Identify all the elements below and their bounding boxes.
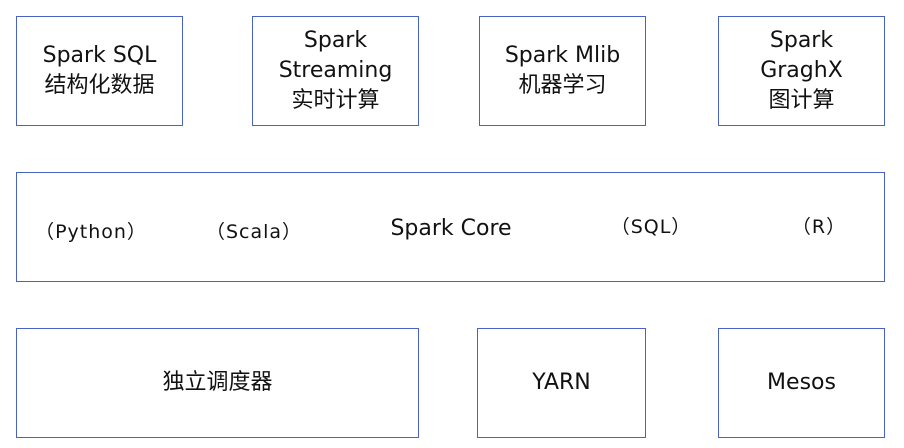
- language-r: （R）: [791, 216, 847, 238]
- spark-mlib-title: Spark Mlib: [504, 43, 621, 68]
- spark-streaming-subtitle: 实时计算: [291, 88, 380, 113]
- spark-graphx-subtitle: 图计算: [768, 88, 835, 113]
- spark-sql-subtitle: 结构化数据: [44, 73, 155, 98]
- spark-core-box: （Python） （Scala） Spark Core （SQL） （R）: [16, 172, 885, 282]
- mesos-label: Mesos: [767, 370, 836, 395]
- spark-graphx-title-line1: Spark: [769, 28, 834, 53]
- spark-streaming-title-line2: Streaming: [278, 58, 393, 83]
- standalone-scheduler-label: 独立调度器: [162, 370, 273, 395]
- spark-core-title: Spark Core: [390, 216, 512, 241]
- spark-streaming-title-line1: Spark: [303, 28, 368, 53]
- language-sql: （SQL）: [610, 216, 692, 238]
- spark-mlib-subtitle: 机器学习: [518, 73, 607, 98]
- spark-mlib-box: Spark Mlib 机器学习: [479, 16, 646, 126]
- spark-graphx-box: Spark GraghX 图计算: [718, 16, 885, 126]
- language-scala: （Scala）: [205, 221, 303, 243]
- spark-streaming-box: Spark Streaming 实时计算: [252, 16, 419, 126]
- spark-graphx-title-line2: GraghX: [760, 58, 843, 83]
- standalone-scheduler-box: 独立调度器: [16, 328, 419, 438]
- mesos-box: Mesos: [718, 328, 885, 438]
- yarn-label: YARN: [532, 370, 591, 395]
- yarn-box: YARN: [477, 328, 646, 438]
- spark-sql-box: Spark SQL 结构化数据: [16, 16, 183, 126]
- language-python: （Python）: [35, 221, 147, 243]
- spark-sql-title: Spark SQL: [42, 43, 157, 68]
